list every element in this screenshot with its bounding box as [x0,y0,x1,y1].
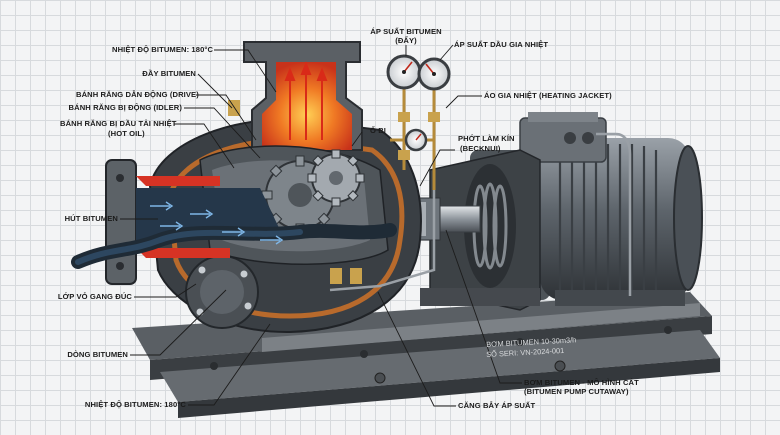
label-drive-gear: BÁNH RĂNG DẪN ĐỘNG (DRIVE) [76,90,199,99]
idler-gear [307,149,365,207]
label-heat-oil-pressure: ÁP SUẤT DẦU GIA NHIỆT [454,40,549,49]
label-idler-gear: BÁNH RĂNG BỊ ĐỘNG (IDLER) [68,103,182,112]
bitumen-flow [71,201,397,269]
pressure-gauge-small [404,128,428,152]
base-frame [132,292,720,418]
label-heat-oil-gear-sub: (HOT OIL) [108,129,145,138]
label-bitumen-pressure-sub: (ĐẨY) [395,36,417,45]
discharge-chamber [243,41,363,151]
label-pump-model-sub: (BITUMEN PUMP CUTAWAY) [524,387,629,396]
label-seal-sub: (BECKNUI) [460,144,501,153]
coupling-housing [420,149,541,311]
label-temp-top: NHIỆT ĐỘ BITUMEN: 180°C [112,45,214,54]
label-bitumen-flow: DÒNG BITUMEN [67,350,128,359]
leader-lines [120,44,522,407]
label-heating-jacket: ÁO GIA NHIỆT (HEATING JACKET) [484,91,612,100]
label-pump-model: BƠM BITUMEN - MÔ HÌNH CẮT [524,378,639,387]
label-seal: PHỚT LÀM KÍN [458,134,515,143]
pressure-gauge-heat-oil [417,57,451,91]
pressure-gauge-bitumen [386,54,422,90]
label-cast-iron-shell: LỚP VỎ GANG ĐÚC [57,292,132,301]
label-bitumen-pressure: ÁP SUẤT BITUMEN [370,27,442,36]
label-suction: HÚT BITUMEN [64,214,118,223]
label-heat-oil-gear: BÁNH RĂNG BỊ DẦU TẢI NHIỆT [60,119,177,128]
label-bitumen-cover: ĐẦY BITUMEN [142,69,196,78]
label-bearing: Ổ BI [370,126,387,135]
label-temp-bottom: NHIỆT ĐỘ BITUMEN: 180°C [84,400,186,409]
label-pressure-trap: CĂNG BẪY ÁP SUẤT [458,401,536,410]
